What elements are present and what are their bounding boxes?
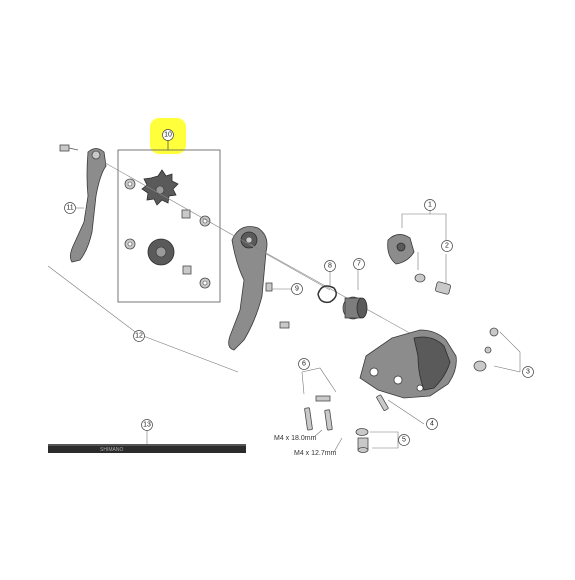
callout-7-circle <box>353 258 365 270</box>
callout-11-number: 11 <box>66 205 73 212</box>
axis-line-main <box>249 243 441 351</box>
cable-housing: SHIMANO <box>48 444 246 453</box>
callout-8-number: 8 <box>328 263 332 270</box>
callout-9-circle <box>291 283 303 295</box>
leader-4 <box>387 399 425 425</box>
callout-4-circle <box>426 418 438 430</box>
callout-2-circle <box>441 240 453 252</box>
spring-clip <box>317 285 337 304</box>
mounting-screws <box>304 395 333 431</box>
leader-3 <box>493 331 521 373</box>
inner-cage-plate <box>228 226 268 351</box>
callout-5-circle <box>398 434 410 446</box>
callout-11-circle <box>64 202 76 214</box>
cage-screw-bottom <box>279 321 290 329</box>
cage-screw-top <box>265 282 273 292</box>
callout-12-number: 12 <box>135 333 143 340</box>
axis-line-upper <box>99 159 331 291</box>
callout-12-circle <box>133 330 145 342</box>
callout-13-number: 13 <box>143 422 151 429</box>
leader-1 <box>401 210 447 240</box>
leader-5 <box>370 431 399 449</box>
cable-housing-print: SHIMANO <box>100 447 123 453</box>
callout-3-number: 3 <box>526 369 530 376</box>
callout-2-number: 2 <box>445 243 449 250</box>
pivot-bushing <box>342 296 368 320</box>
b-link-bracket <box>387 234 452 295</box>
leader-6 <box>301 367 337 395</box>
callout-6-circle <box>298 358 310 370</box>
callout-7-number: 7 <box>357 261 361 268</box>
leader-18mm <box>313 429 323 438</box>
derailleur-body <box>359 329 457 399</box>
plate-screw <box>59 144 79 152</box>
callout-13-circle <box>141 419 153 431</box>
callout-6-number: 6 <box>302 361 306 368</box>
callout-9-number: 9 <box>295 286 299 293</box>
callout-5-number: 5 <box>402 437 406 444</box>
screw-label-18mm: M4 x 18.0mm <box>274 435 317 442</box>
pulley-set-box <box>117 149 221 303</box>
callout-10-circle <box>162 129 174 141</box>
lower-pulley <box>124 238 211 289</box>
callout-1-number: 1 <box>428 202 432 209</box>
callout-4-number: 4 <box>430 421 434 428</box>
callout-3-circle <box>522 366 534 378</box>
stop-screw <box>376 394 389 411</box>
adjust-bolt-set <box>473 327 499 372</box>
leader-2 <box>417 252 447 284</box>
callout-8-circle <box>324 260 336 272</box>
upper-pulley <box>124 169 211 227</box>
washer-set <box>355 428 369 453</box>
leader-12mm <box>333 437 343 453</box>
screw-label-12mm: M4 x 12.7mm <box>294 450 337 457</box>
outer-cage-plate <box>70 148 107 263</box>
callout-1-circle <box>424 199 436 211</box>
callout-10-number: 10 <box>164 132 172 139</box>
